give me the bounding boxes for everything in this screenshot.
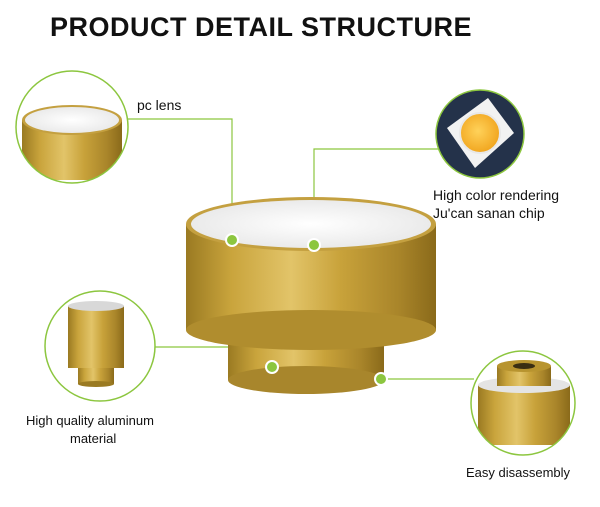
detail-circle-lens xyxy=(15,70,129,184)
label-chip-line2: Ju'can sanan chip xyxy=(433,205,545,221)
dot-lens xyxy=(225,233,239,247)
dot-chip xyxy=(307,238,321,252)
dot-disassembly xyxy=(374,372,388,386)
label-pc-lens: pc lens xyxy=(137,97,182,113)
page-title: PRODUCT DETAIL STRUCTURE xyxy=(50,12,472,42)
label-material-line2: material xyxy=(70,431,117,446)
detail-circle-disassembly xyxy=(470,350,576,456)
label-material-line1: High quality aluminum xyxy=(26,413,154,428)
label-easy-disassembly: Easy disassembly xyxy=(466,465,571,480)
leader-line-lens xyxy=(128,118,233,240)
detail-circle-material xyxy=(44,290,156,402)
detail-circle-chip xyxy=(435,89,525,179)
main-lamp xyxy=(186,197,436,394)
label-chip-line1: High color rendering xyxy=(433,187,560,203)
marker-dots xyxy=(225,233,388,386)
dot-material xyxy=(265,360,279,374)
